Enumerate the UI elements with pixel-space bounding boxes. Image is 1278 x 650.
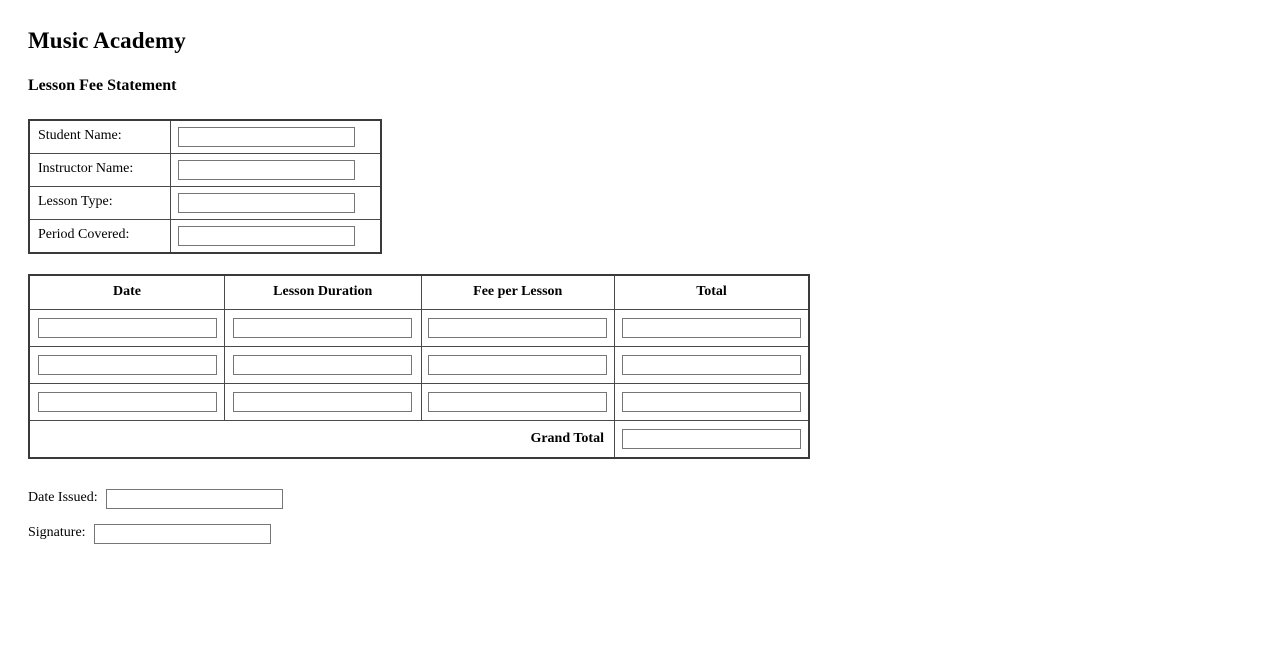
student-name-input[interactable]: [178, 126, 355, 147]
total-cell: [613, 345, 810, 384]
fee-per-lesson-input-row-3[interactable]: [428, 391, 608, 412]
date-cell: [28, 382, 225, 421]
lesson-type-input[interactable]: [178, 192, 355, 213]
table-row: Lesson Type:: [28, 185, 382, 220]
grand-total-label: Grand Total: [28, 419, 615, 459]
total-input-row-1[interactable]: [621, 317, 801, 338]
signature-label: Signature:: [28, 525, 86, 541]
total-input-row-2[interactable]: [621, 354, 801, 375]
lesson-type-cell: [170, 185, 382, 220]
duration-cell: [224, 345, 422, 384]
document-subtitle: Lesson Fee Statement: [28, 77, 177, 95]
column-header-lesson-duration: Lesson Duration: [224, 274, 422, 310]
date-input-row-1[interactable]: [37, 317, 217, 338]
lesson-duration-input-row-3[interactable]: [233, 391, 413, 412]
duration-cell: [224, 308, 422, 347]
student-name-label: Student Name:: [28, 119, 171, 154]
table-row: Student Name:: [28, 119, 382, 154]
page-title: Music Academy: [28, 28, 186, 53]
period-covered-input[interactable]: [178, 225, 355, 246]
student-name-cell: [170, 119, 382, 154]
duration-cell: [224, 382, 422, 421]
table-row: [28, 308, 810, 347]
column-header-total: Total: [613, 274, 810, 310]
period-covered-cell: [170, 218, 382, 254]
signature-row: Signature:: [28, 523, 1250, 544]
student-info-table: Student Name: Instructor Name: Lesson Ty…: [28, 118, 382, 254]
column-header-date: Date: [28, 274, 225, 310]
grand-total-cell: [613, 419, 810, 459]
total-cell: [613, 382, 810, 421]
instructor-name-input[interactable]: [178, 159, 355, 180]
fee-cell: [420, 382, 615, 421]
lesson-type-label: Lesson Type:: [28, 185, 171, 220]
instructor-name-cell: [170, 152, 382, 187]
instructor-name-label: Instructor Name:: [28, 152, 171, 187]
total-input-row-3[interactable]: [621, 391, 801, 412]
grand-total-input[interactable]: [621, 428, 801, 449]
fee-per-lesson-input-row-1[interactable]: [428, 317, 608, 338]
date-input-row-2[interactable]: [37, 354, 217, 375]
table-row: [28, 382, 810, 421]
date-cell: [28, 308, 225, 347]
table-header-row: Date Lesson Duration Fee per Lesson Tota…: [28, 274, 810, 310]
table-row: Period Covered:: [28, 218, 382, 254]
fee-cell: [420, 345, 615, 384]
total-cell: [613, 308, 810, 347]
column-header-fee-per-lesson: Fee per Lesson: [420, 274, 615, 310]
period-covered-label: Period Covered:: [28, 218, 171, 254]
lesson-fee-table: Date Lesson Duration Fee per Lesson Tota…: [28, 273, 810, 459]
fee-per-lesson-input-row-2[interactable]: [428, 354, 608, 375]
fee-cell: [420, 308, 615, 347]
date-issued-row: Date Issued:: [28, 488, 1250, 509]
date-cell: [28, 345, 225, 384]
date-issued-input[interactable]: [106, 488, 284, 509]
table-row: Instructor Name:: [28, 152, 382, 187]
signature-block: Date Issued: Signature:: [28, 488, 1250, 544]
grand-total-row: Grand Total: [28, 419, 810, 459]
table-row: [28, 345, 810, 384]
date-input-row-3[interactable]: [37, 391, 217, 412]
date-issued-label: Date Issued:: [28, 490, 98, 506]
lesson-duration-input-row-1[interactable]: [233, 317, 413, 338]
document-page: Music Academy Lesson Fee Statement Stude…: [28, 28, 1250, 544]
signature-input[interactable]: [94, 523, 272, 544]
lesson-duration-input-row-2[interactable]: [233, 354, 413, 375]
